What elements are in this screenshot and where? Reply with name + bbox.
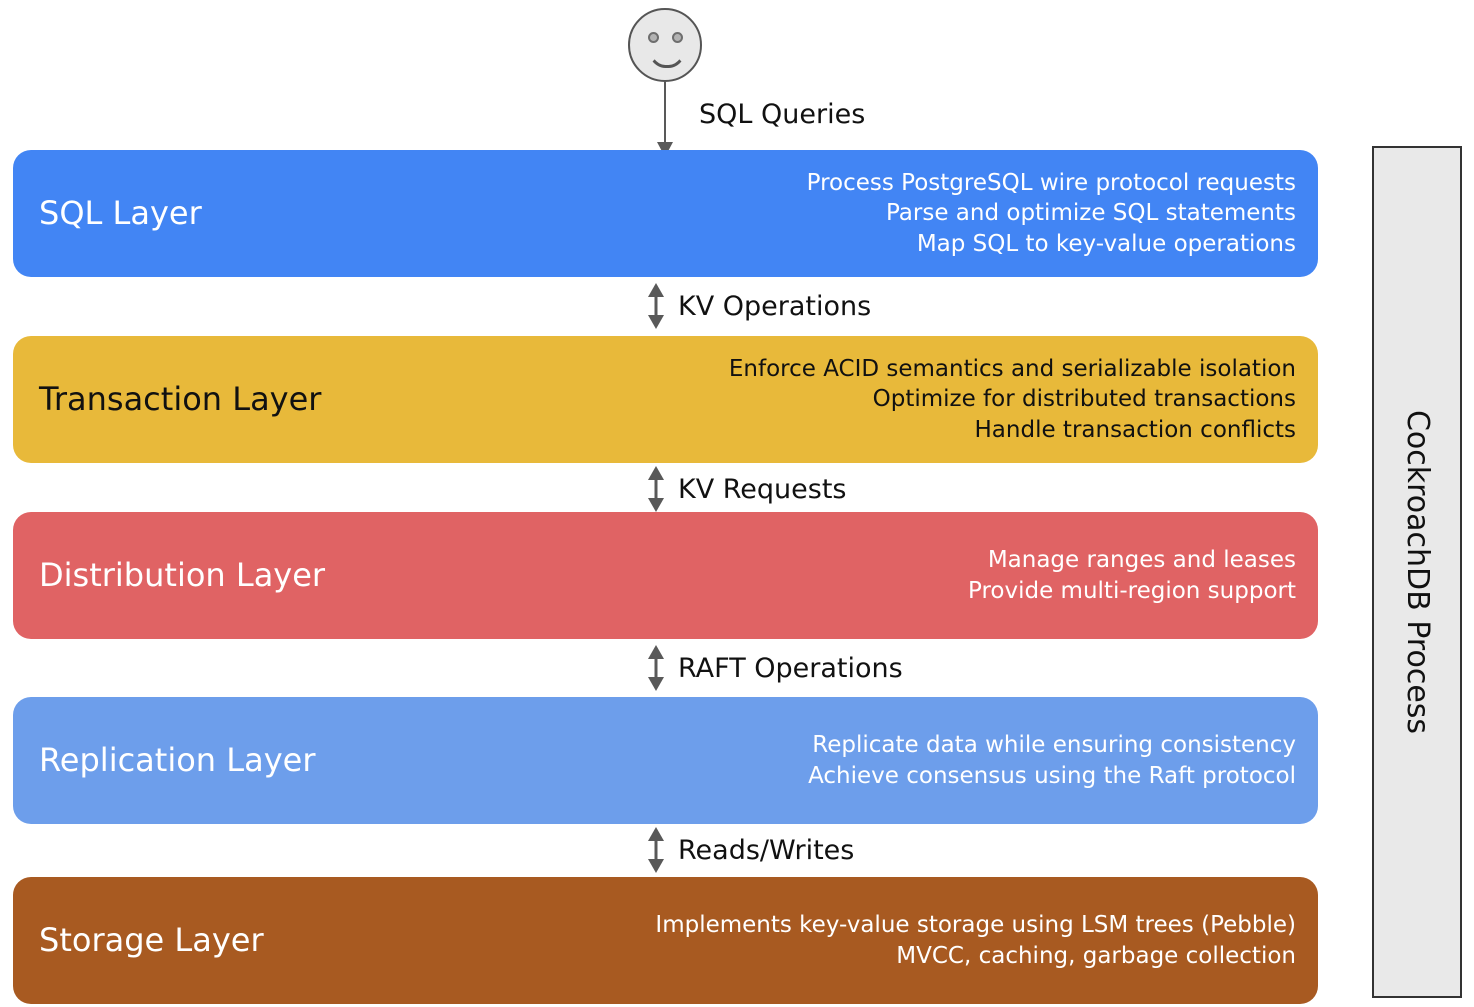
arrow-head-down-icon bbox=[648, 677, 664, 691]
arrow-head-down-icon bbox=[648, 315, 664, 329]
arrow-head-up-icon bbox=[648, 466, 664, 480]
smiley-mouth-icon bbox=[646, 42, 688, 68]
layer-description-line: Optimize for distributed transactions bbox=[872, 386, 1296, 413]
layer-description-line: Provide multi-region support bbox=[968, 577, 1296, 604]
sql-queries-arrow-icon bbox=[664, 82, 666, 156]
layer-description-line: Process PostgreSQL wire protocol request… bbox=[806, 169, 1296, 196]
layer-description-line: Enforce ACID semantics and serializable … bbox=[728, 355, 1296, 382]
connector-label: KV Requests bbox=[678, 473, 847, 505]
arrow-shaft bbox=[654, 294, 658, 318]
layer-description-line: Achieve consensus using the Raft protoco… bbox=[808, 762, 1296, 789]
layer-bar: Distribution Layer Manage ranges and leas… bbox=[13, 512, 1318, 639]
layer-description-line: Implements key-value storage using LSM t… bbox=[655, 912, 1296, 939]
layer-connector: KV Operations bbox=[648, 283, 871, 329]
arrow-head-up-icon bbox=[648, 283, 664, 297]
layer-bar: Transaction Layer Enforce ACID semantics … bbox=[13, 336, 1318, 463]
layer-description: Enforce ACID semantics and serializable … bbox=[729, 354, 1296, 445]
connector-label: RAFT Operations bbox=[678, 652, 903, 684]
layer-description-line: Manage ranges and leases bbox=[987, 547, 1296, 574]
arrow-shaft bbox=[654, 838, 658, 862]
sql-queries-label: SQL Queries bbox=[699, 99, 866, 130]
bidirectional-arrow-icon bbox=[648, 827, 664, 873]
layer-description-line: MVCC, caching, garbage collection bbox=[896, 942, 1296, 969]
actor-user bbox=[620, 6, 712, 156]
layer-description: Replicate data while ensuring consistenc… bbox=[808, 730, 1296, 791]
cockroachdb-process-container: CockroachDB Process bbox=[1372, 146, 1462, 998]
bidirectional-arrow-icon bbox=[648, 645, 664, 691]
layer-description-line: Replicate data while ensuring consistenc… bbox=[812, 732, 1296, 759]
arrow-head-down-icon bbox=[648, 498, 664, 512]
layer-connector: RAFT Operations bbox=[648, 645, 903, 691]
layer-title: Distribution Layer bbox=[39, 555, 326, 594]
bidirectional-arrow-icon bbox=[648, 283, 664, 329]
connector-label: Reads/Writes bbox=[678, 834, 855, 866]
layer-connector: Reads/Writes bbox=[648, 827, 854, 873]
arrow-head-down-icon bbox=[648, 859, 664, 873]
arrow-shaft bbox=[654, 656, 658, 680]
layer-description: Implements key-value storage using LSM t… bbox=[655, 910, 1296, 971]
layer-connector: KV Requests bbox=[648, 466, 847, 512]
smiley-face-actor-icon bbox=[628, 8, 702, 82]
arrow-head-up-icon bbox=[648, 827, 664, 841]
layer-bar: Storage Layer Implements key-value storag… bbox=[13, 877, 1318, 1004]
layer-title: Storage Layer bbox=[39, 920, 264, 959]
layer-description-line: Map SQL to key-value operations bbox=[916, 230, 1296, 257]
layer-description-line: Handle transaction conflicts bbox=[974, 416, 1296, 443]
layer-description-line: Parse and optimize SQL statements bbox=[885, 200, 1296, 227]
layer-bar: SQL Layer Process PostgreSQL wire protoco… bbox=[13, 150, 1318, 277]
arrow-shaft bbox=[654, 477, 658, 501]
connector-label: KV Operations bbox=[678, 290, 872, 322]
layer-description: Process PostgreSQL wire protocol request… bbox=[807, 168, 1296, 259]
arrow-head-up-icon bbox=[648, 645, 664, 659]
layer-title: Transaction Layer bbox=[39, 379, 322, 418]
layer-title: Replication Layer bbox=[39, 740, 316, 779]
cockroachdb-process-label: CockroachDB Process bbox=[1400, 409, 1435, 735]
bidirectional-arrow-icon bbox=[648, 466, 664, 512]
layer-title: SQL Layer bbox=[39, 193, 202, 232]
layer-bar: Replication Layer Replicate data while en… bbox=[13, 697, 1318, 824]
